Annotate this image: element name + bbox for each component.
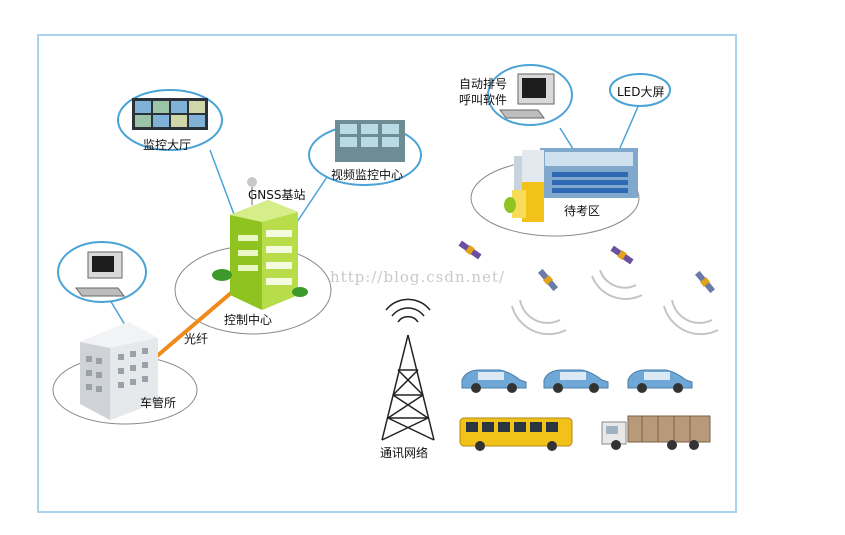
bus-icon xyxy=(459,417,573,451)
vehicle-admin-building xyxy=(80,322,158,420)
queue-software-label-line1: 自动排号 xyxy=(459,77,508,91)
monitor-hall-label: 监控大厅 xyxy=(143,138,192,152)
satellite-icon xyxy=(458,240,482,260)
car-icon xyxy=(461,369,527,393)
computer-icon xyxy=(75,251,125,297)
led-screen-label: LED大屏 xyxy=(617,85,665,99)
car-icon xyxy=(627,369,693,393)
control-center-label: 控制中心 xyxy=(224,313,273,327)
vehicle-admin-label: 车管所 xyxy=(140,396,177,410)
watermark: http://blog.csdn.net/ xyxy=(330,268,506,286)
video-center-label: 视频监控中心 xyxy=(331,168,404,182)
waiting-hall-image xyxy=(540,148,638,198)
connector-led-screen xyxy=(619,101,641,149)
control-center-building xyxy=(212,177,308,310)
truck-icon xyxy=(601,415,711,450)
satellite-icon xyxy=(537,268,559,292)
car-icon xyxy=(543,369,609,393)
queue-computer-icon xyxy=(499,73,555,119)
diagram-frame xyxy=(37,34,737,513)
queue-software-label-line2: 呼叫软件 xyxy=(459,93,508,107)
waiting-area-label: 待考区 xyxy=(564,204,601,218)
led-screen-bubble xyxy=(609,73,671,107)
waiting-area-building xyxy=(504,150,544,222)
satellite-icon xyxy=(694,270,716,294)
comm-tower-icon xyxy=(381,298,435,441)
satellite-icon xyxy=(610,245,634,265)
gnss-antenna-icon xyxy=(247,177,257,187)
connector-monitor-hall xyxy=(209,149,239,226)
monitor-wall-icon xyxy=(132,98,208,130)
signal-waves xyxy=(511,269,719,336)
fiber-line xyxy=(148,285,240,364)
comm-network-label: 通讯网络 xyxy=(380,446,429,460)
gnss-station-label: GNSS基站 xyxy=(248,188,306,202)
video-wall-icon xyxy=(335,120,405,162)
fiber-label: 光纤 xyxy=(184,332,209,346)
